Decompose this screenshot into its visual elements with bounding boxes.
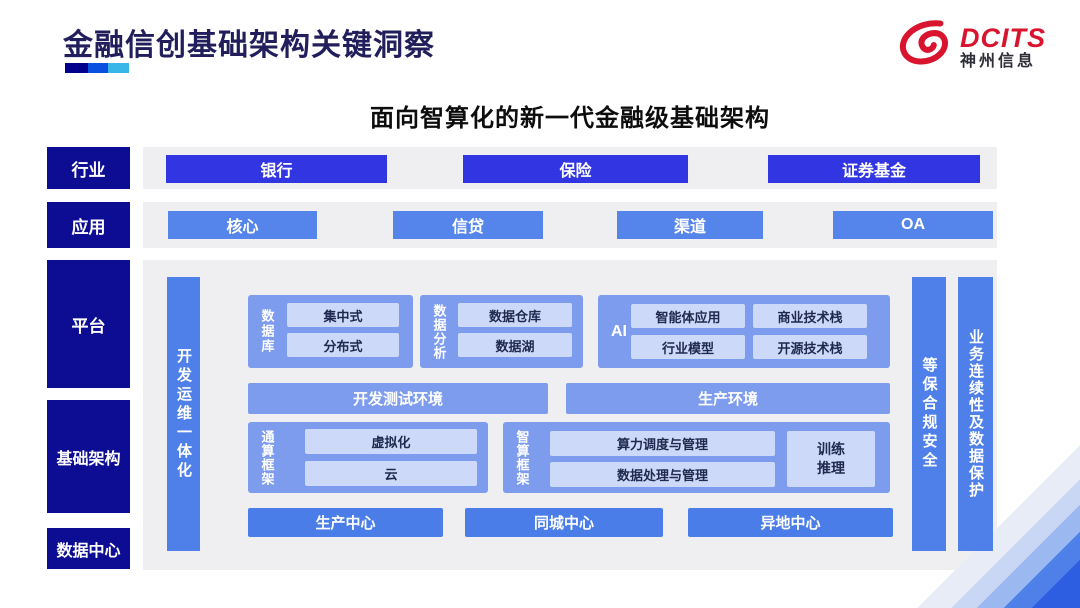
underline-segment-mid [88,63,108,73]
diagram-subtitle: 面向智算化的新一代金融级基础架构 [370,105,770,132]
industry-box-bank: 银行 [166,155,387,183]
item-commercial-stack: 商业技术栈 [753,304,867,328]
group-database-label: 数据库 [259,309,275,354]
item-training-inference-line1: 训练 [817,441,845,458]
side-label-industry: 行业 [47,147,130,189]
side-label-datacenter: 数据中心 [47,528,130,569]
center-remote: 异地中心 [688,508,893,537]
item-training-inference: 训练 推理 [787,431,875,487]
dcits-swirl-icon [897,20,953,75]
vbar-devops: 开发运维一体化 [167,277,200,551]
side-label-infrastructure: 基础架构 [47,400,130,513]
side-label-platform: 平台 [47,260,130,388]
application-box-oa: OA [833,211,993,239]
logo-company-text: 神州信息 [960,53,1037,71]
group-analytics: 数据分析 数据仓库 数据湖 [420,295,583,368]
center-production: 生产中心 [248,508,443,537]
env-dev-test: 开发测试环境 [248,383,548,414]
dcits-logo: DCITS 神州信息 [897,20,1046,75]
industry-box-insurance: 保险 [463,155,688,183]
item-industry-models: 行业模型 [631,335,745,359]
item-virtualization: 虚拟化 [305,429,477,454]
vbar-business-continuity: 业务连续性及数据保护 [958,277,993,551]
page-title: 金融信创基础架构关键洞察 [63,29,435,62]
group-analytics-label: 数据分析 [431,303,447,360]
group-general-framework-label: 通算框架 [259,429,275,486]
group-intelligent-framework: 智算框架 算力调度与管理 数据处理与管理 训练 推理 [503,422,890,493]
logo-brand-text: DCITS [960,22,1046,53]
application-box-credit: 信贷 [393,211,543,239]
item-training-inference-line2: 推理 [817,460,845,476]
group-ai-label: AI [611,322,627,340]
item-compute-scheduling: 算力调度与管理 [550,431,775,456]
center-same-city: 同城中心 [465,508,663,537]
application-box-channel: 渠道 [617,211,763,239]
side-label-application: 应用 [47,202,130,248]
env-production: 生产环境 [566,383,890,414]
underline-segment-dark [65,63,88,73]
title-underline [65,63,129,73]
item-opensource-stack: 开源技术栈 [753,335,867,359]
item-data-warehouse: 数据仓库 [458,303,572,327]
group-database: 数据库 集中式 分布式 [248,295,413,368]
item-distributed: 分布式 [287,333,399,357]
item-data-lake: 数据湖 [458,333,572,357]
group-intelligent-framework-label: 智算框架 [514,429,530,486]
group-general-framework: 通算框架 虚拟化 云 [248,422,488,493]
group-ai: AI 智能体应用 行业模型 商业技术栈 开源技术栈 [598,295,890,368]
underline-segment-light [108,63,129,73]
item-centralized: 集中式 [287,303,399,327]
industry-box-securities: 证券基金 [768,155,980,183]
item-cloud: 云 [305,461,477,486]
vbar-security-compliance: 等保合规安全 [912,277,946,551]
application-box-core: 核心 [168,211,317,239]
item-data-processing: 数据处理与管理 [550,462,775,487]
item-agent-apps: 智能体应用 [631,304,745,328]
